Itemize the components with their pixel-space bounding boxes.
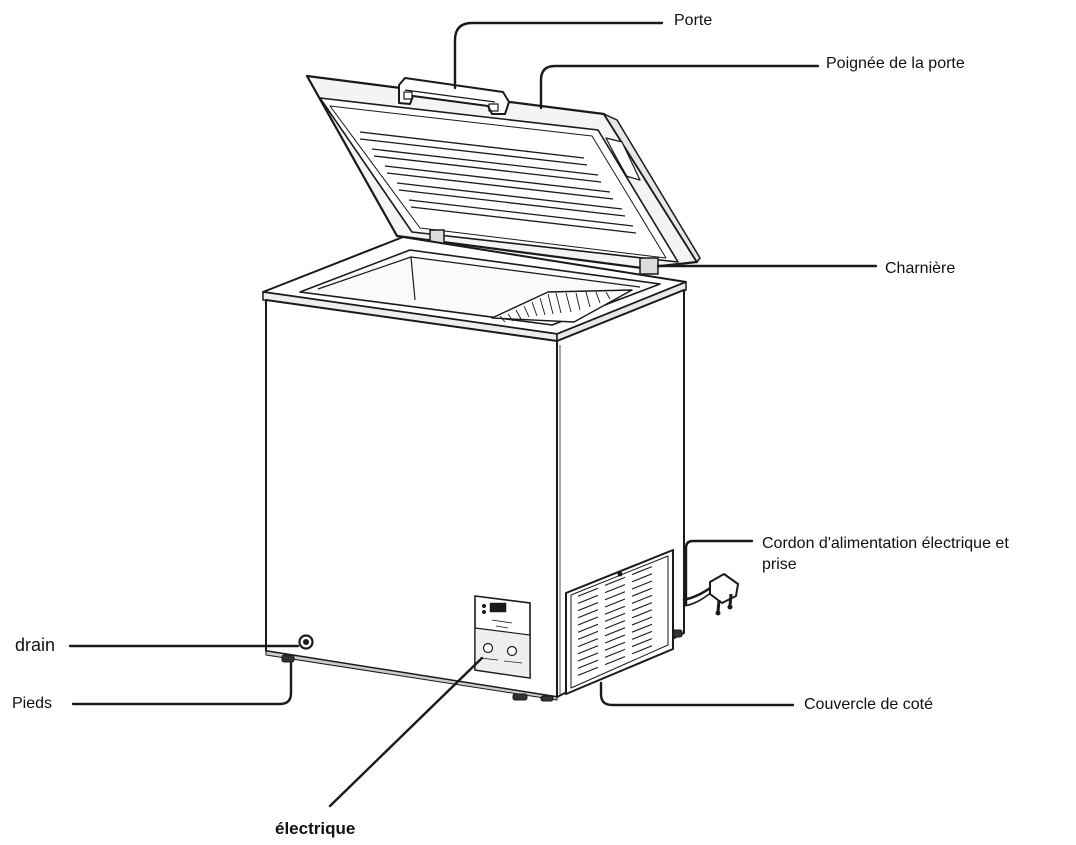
label-poignee: Poignée de la porte — [826, 55, 965, 72]
grille-slot — [631, 580, 653, 590]
label-cordon-line2: prise — [762, 556, 797, 573]
leader-pieds — [71, 661, 293, 706]
grille-slot — [631, 573, 653, 583]
label-charniere: Charnière — [885, 260, 956, 277]
leader-cordon — [684, 539, 754, 606]
feet — [281, 629, 683, 702]
power-plug — [709, 573, 739, 616]
grille-slot — [631, 623, 653, 633]
grille-slot — [631, 594, 653, 604]
grille-slot — [631, 566, 653, 576]
grille-slot — [577, 645, 599, 655]
grille-slot — [577, 652, 599, 662]
grille-slot — [631, 602, 653, 612]
leader-poignee — [539, 64, 820, 110]
grille-slot — [604, 598, 626, 608]
grille-slot — [577, 623, 599, 633]
label-porte: Porte — [674, 12, 713, 29]
grille-slot — [604, 584, 626, 594]
grille-slot — [577, 616, 599, 626]
drain-plug — [298, 634, 314, 650]
grille-slot — [604, 620, 626, 630]
label-couvercle: Couvercle de coté — [804, 696, 933, 713]
grille-slot — [631, 630, 653, 640]
hinges — [429, 229, 659, 275]
grille-slot — [631, 616, 653, 626]
grille-slot — [604, 605, 626, 615]
leader-lines — [68, 21, 878, 808]
grille-slot — [631, 587, 653, 597]
grille-slot — [577, 594, 599, 604]
grille-slot — [604, 612, 626, 622]
label-cordon: Cordon d'alimentation électrique et pris… — [762, 533, 1009, 575]
leader-couvercle — [599, 681, 795, 707]
grille-slot — [604, 648, 626, 658]
label-pieds: Pieds — [12, 695, 53, 712]
grille-slot — [604, 627, 626, 637]
grille-slot — [604, 591, 626, 601]
leader-electrique — [328, 656, 484, 808]
cabinet-top — [262, 236, 687, 342]
label-drain: drain — [15, 635, 56, 655]
grille-slot — [577, 630, 599, 640]
side-cover — [565, 549, 674, 695]
grille-slot — [577, 666, 599, 676]
door-handle — [398, 77, 510, 115]
grille-slot — [604, 634, 626, 644]
grille-slot — [577, 602, 599, 612]
grille-slot — [631, 609, 653, 619]
label-cordon-line1: Cordon d'alimentation électrique et — [762, 535, 1009, 552]
grille-slot — [577, 587, 599, 597]
grille-slot — [631, 645, 653, 655]
grille-slot — [577, 659, 599, 669]
freezer-lid — [305, 74, 701, 270]
grille-slot — [604, 656, 626, 666]
grille-slot — [604, 576, 626, 586]
control-panel — [474, 595, 531, 679]
grille-slot — [631, 638, 653, 648]
grille-slot — [604, 641, 626, 651]
grille-slot — [577, 638, 599, 648]
label-electrique: électrique — [275, 819, 356, 838]
grille-slot — [577, 609, 599, 619]
leader-porte — [453, 21, 664, 90]
